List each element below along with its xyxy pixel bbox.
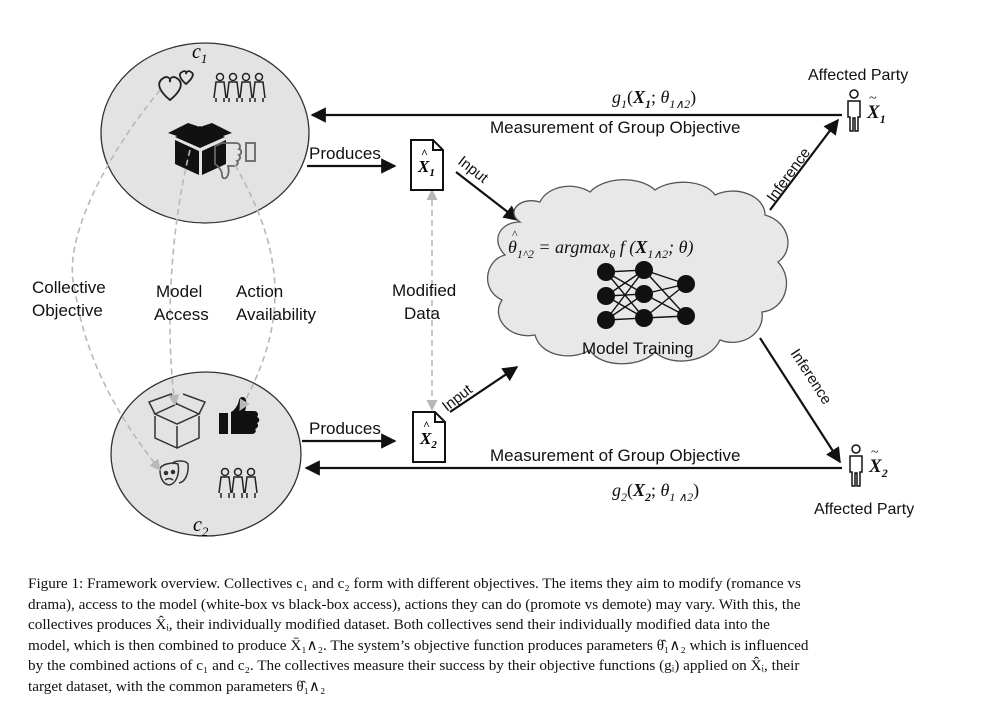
people-group-icon xyxy=(213,72,266,102)
input-arrow-bottom xyxy=(449,366,519,413)
collective-2: c2 xyxy=(110,371,302,539)
modified-data-label-1: Modified xyxy=(392,281,456,300)
collective-1: c1 xyxy=(100,41,310,224)
affected-party-top: Affected Party X1 ~ xyxy=(808,67,908,132)
dataset-1-hat: ^ xyxy=(421,146,428,160)
person-icon-2 xyxy=(849,444,863,487)
collective-objective-connector xyxy=(71,89,161,471)
produces-label-bottom: Produces xyxy=(309,419,381,438)
action-availability-label-1: Action xyxy=(236,282,283,301)
inference-arrow-bottom xyxy=(759,337,841,464)
collective-objective-label-2: Objective xyxy=(32,301,103,320)
modified-data-label-2: Data xyxy=(404,304,440,323)
caption-line: target dataset, with the common paramete… xyxy=(28,677,326,695)
input-label-bottom: Input xyxy=(439,381,476,415)
inference-label-top: Inference xyxy=(763,145,814,206)
caption-line: by the combined actions of c₁ and c₂. Th… xyxy=(28,657,800,675)
model-access-label-2: Access xyxy=(154,305,209,324)
theta-hat-mark: ^ xyxy=(512,227,518,241)
objective-equation: θ1^2 = argmaxθ f (X1∧2; θ) xyxy=(508,237,693,261)
measurement-label-top: Measurement of Group Objective xyxy=(490,118,740,137)
affected-party-top-symbol: X1 xyxy=(866,102,886,126)
dataset-1-symbol: X1 xyxy=(417,157,435,179)
measurement-label-bottom: Measurement of Group Objective xyxy=(490,446,740,465)
white-box-icon xyxy=(147,393,207,450)
caption-line: Figure 1: Framework overview. Collective… xyxy=(28,575,801,592)
collective-objective-label-1: Collective xyxy=(32,278,106,297)
hearts-icon xyxy=(158,70,194,102)
dataset-2-hat: ^ xyxy=(423,418,430,432)
affected-party-bottom-symbol: X2 xyxy=(868,456,888,480)
collective-2-label: c2 xyxy=(193,514,209,539)
affected-party-bottom: X2 ~ Affected Party xyxy=(814,444,914,518)
model-training-label: Model Training xyxy=(582,339,694,358)
caption-line: collectives produces X̂ᵢ, their individu… xyxy=(28,616,770,634)
people-group-2-icon xyxy=(218,467,258,498)
input-label-top: Input xyxy=(455,153,492,187)
neural-network-icon xyxy=(597,261,695,329)
model-access-connector xyxy=(168,149,191,407)
dataset-2-document: X2 ^ xyxy=(412,411,446,463)
affected-party-bottom-title: Affected Party xyxy=(814,501,914,518)
dataset-1-document: X1 ^ xyxy=(410,139,444,191)
inference-arrow-top xyxy=(769,118,839,211)
g2-expression: g2(X2; θ1 ∧2) xyxy=(612,480,699,504)
produces-label-top: Produces xyxy=(309,144,381,163)
model-cloud: θ1^2 = argmaxθ f (X1∧2; θ) ^ Model Train… xyxy=(486,179,789,365)
caption-line: model, which is then combined to produce… xyxy=(28,636,809,654)
action-availability-connector xyxy=(234,164,276,411)
model-access-label-1: Model xyxy=(156,282,202,301)
thumbs-up-icon xyxy=(219,397,260,434)
g1-expression: g1(X1; θ1∧2) xyxy=(612,87,696,111)
tilde-mark-top: ~ xyxy=(869,91,877,106)
thumbs-down-icon xyxy=(214,142,256,180)
inference-label-bottom: Inference xyxy=(787,346,835,408)
affected-party-top-title: Affected Party xyxy=(808,67,908,84)
caption-line: drama), access to the model (white-box v… xyxy=(28,595,801,613)
black-box-icon xyxy=(168,123,232,175)
dataset-2-symbol: X2 xyxy=(419,429,437,451)
dashed-connectors xyxy=(71,89,438,471)
drama-masks-icon xyxy=(159,460,189,486)
figure-caption: Figure 1: Framework overview. Collective… xyxy=(28,574,973,698)
collective-1-label: c1 xyxy=(192,41,207,66)
action-availability-label-2: Availability xyxy=(236,305,317,324)
person-icon xyxy=(847,89,861,132)
tilde-mark-bottom: ~ xyxy=(871,445,879,460)
input-arrow-top xyxy=(455,171,520,221)
